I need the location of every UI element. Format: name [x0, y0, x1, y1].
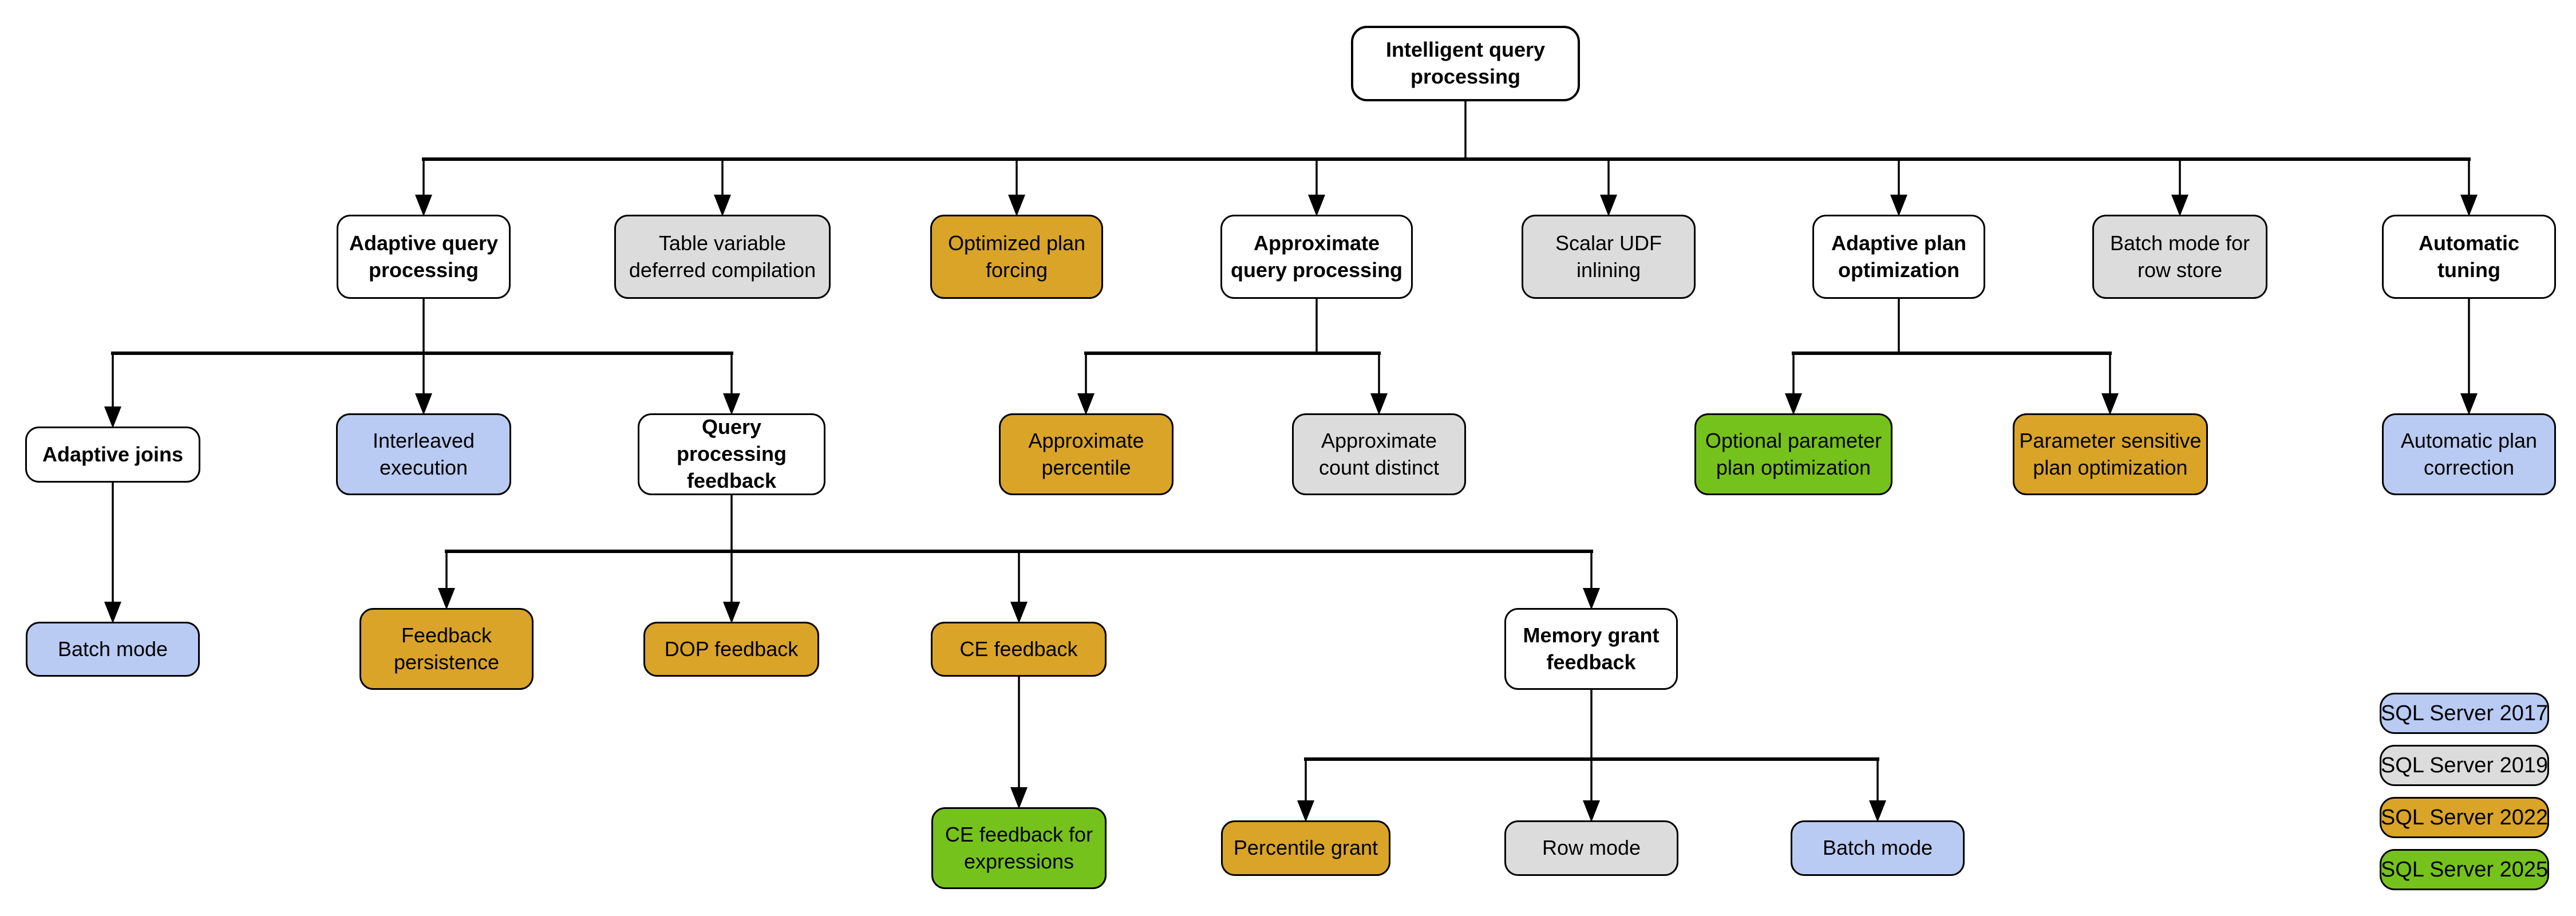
node-batch-mode-for-row-store: Batch mode for row store: [2092, 215, 2267, 299]
node-percentile-grant: Percentile grant: [1221, 820, 1390, 876]
node-batch-mode-adaptive-joins: Batch mode: [26, 622, 200, 677]
node-approximate-percentile: Approximate percentile: [999, 413, 1174, 495]
legend-sql-server-2017: SQL Server 2017: [2380, 693, 2549, 734]
drop-lines: [112, 101, 2470, 801]
node-memory-grant-feedback: Memory grant feedback: [1504, 608, 1678, 690]
node-adaptive-plan-optimization: Adaptive plan optimization: [1812, 215, 1985, 299]
node-ce-feedback-for-expressions: CE feedback for expressions: [931, 807, 1107, 889]
node-adaptive-query-processing: Adaptive query processing: [337, 215, 511, 299]
bus-lines: [111, 157, 2471, 761]
node-scalar-udf-inlining: Scalar UDF inlining: [1522, 215, 1696, 299]
node-table-variable-deferred-compilation: Table variable deferred compilation: [614, 215, 831, 299]
node-approximate-count-distinct: Approximate count distinct: [1292, 413, 1466, 495]
node-optional-parameter-plan-optimization: Optional parameter plan optimization: [1694, 413, 1893, 495]
node-batch-mode-memory-grant: Batch mode: [1791, 820, 1965, 876]
node-parameter-sensitive-plan-optimization: Parameter sensitive plan optimization: [2013, 413, 2208, 495]
node-feedback-persistence: Feedback persistence: [359, 608, 534, 690]
node-interleaved-execution: Interleaved execution: [336, 413, 511, 495]
legend-sql-server-2019: SQL Server 2019: [2380, 745, 2549, 786]
node-row-mode: Row mode: [1504, 820, 1678, 876]
arrowheads: [104, 195, 2478, 822]
legend-sql-server-2025: SQL Server 2025: [2380, 849, 2549, 890]
node-query-processing-feedback: Query processing feedback: [638, 413, 825, 495]
node-adaptive-joins: Adaptive joins: [25, 427, 200, 483]
node-automatic-plan-correction: Automatic plan correction: [2382, 413, 2556, 495]
node-optimized-plan-forcing: Optimized plan forcing: [930, 215, 1103, 299]
node-approximate-query-processing: Approximate query processing: [1220, 215, 1413, 299]
node-ce-feedback: CE feedback: [931, 622, 1107, 677]
node-intelligent-query-processing: Intelligent query processing: [1351, 26, 1580, 101]
node-automatic-tuning: Automatic tuning: [2382, 215, 2556, 299]
node-dop-feedback: DOP feedback: [643, 622, 819, 677]
legend-sql-server-2022: SQL Server 2022: [2380, 797, 2549, 838]
